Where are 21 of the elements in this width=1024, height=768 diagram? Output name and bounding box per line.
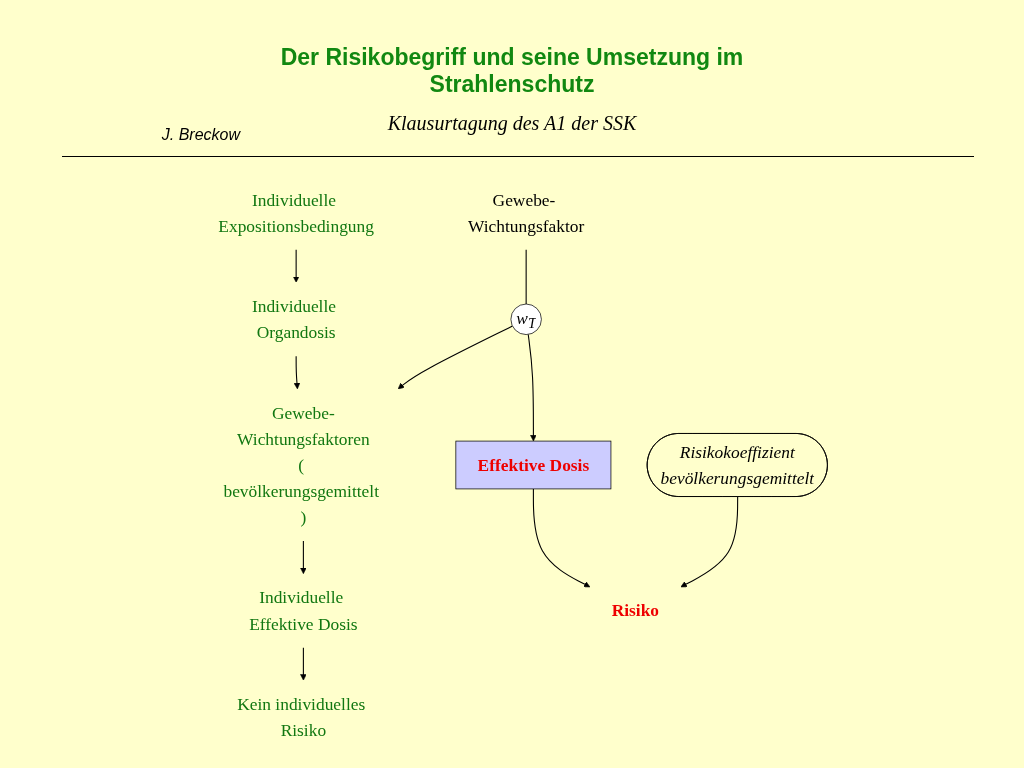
arrow — [527, 333, 537, 442]
arrow — [292, 249, 300, 283]
node-circle: w$_{T}$ — [510, 303, 542, 335]
arrow — [397, 325, 513, 390]
node-text: Risiko — [611, 601, 660, 621]
arrow — [300, 647, 307, 681]
connector — [525, 249, 527, 305]
node-text: Individuelle Organdosis — [251, 296, 336, 342]
node-text: Kein individuelles Risiko — [237, 694, 366, 740]
node-text: Individuelle Expositionsbedingung — [218, 190, 374, 236]
title: Der Risikobegriff und seine Umsetzung im Strahlenschutz — [279, 44, 745, 98]
arrow — [532, 488, 591, 588]
arrow — [293, 355, 301, 390]
node-text: Gewebe- Wichtungsfaktor — [468, 190, 585, 236]
author-name: J. Breckow — [160, 126, 240, 144]
node-text: Individuelle Effektive Dosis — [249, 588, 358, 634]
arrow — [680, 496, 739, 588]
node-box: Effektive Dosis — [455, 440, 612, 490]
subtitle: Klausurtagung des A1 der SSK — [386, 112, 638, 135]
arrow — [300, 540, 307, 574]
node-text: Gewebe-Wichtungsfaktoren ( bevölkerungsgemittelt ) — [223, 403, 379, 527]
